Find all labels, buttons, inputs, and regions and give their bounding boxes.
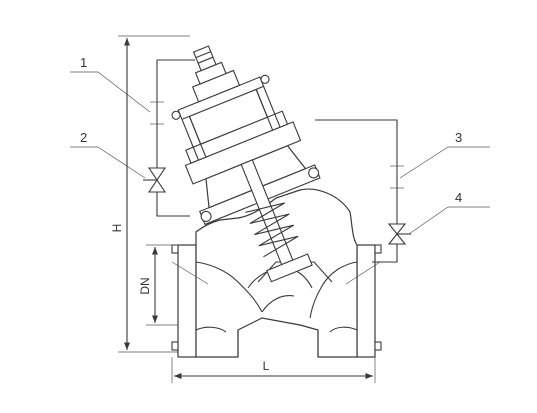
dimension-diameter: DN <box>138 244 178 326</box>
dimension-label-diameter: DN <box>138 277 152 294</box>
dimension-length: L <box>171 357 376 383</box>
spring <box>245 202 299 258</box>
callout-label-2: 2 <box>80 130 87 145</box>
callout-label-1: 1 <box>80 55 87 70</box>
dimension-height: H <box>110 35 190 353</box>
callout-2: 2 <box>70 130 146 179</box>
actuator-assembly <box>171 45 321 283</box>
flow-arrows <box>171 261 381 285</box>
callout-3: 3 <box>399 130 490 179</box>
needle-valve-right <box>387 223 411 245</box>
callout-4: 4 <box>408 190 490 235</box>
callout-1: 1 <box>70 55 151 113</box>
inlet-flange <box>177 244 197 358</box>
callout-label-4: 4 <box>455 190 462 205</box>
needle-valve-left <box>143 167 167 193</box>
pilot-tubing <box>150 59 404 263</box>
callout-label-3: 3 <box>455 130 462 145</box>
dimension-label-length: L <box>263 359 270 373</box>
dimension-label-height: H <box>110 224 124 233</box>
disc-holder <box>266 253 313 283</box>
